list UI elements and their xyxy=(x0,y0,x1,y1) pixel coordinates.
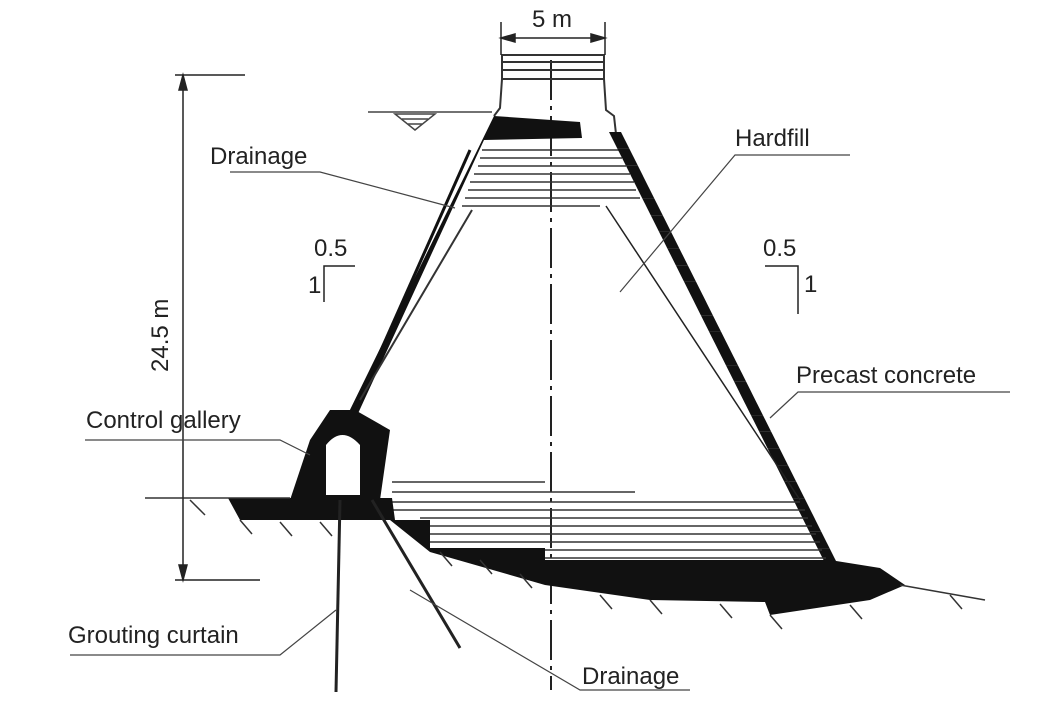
precast-block xyxy=(725,365,747,382)
grouting-curtain xyxy=(334,499,342,693)
precast-block xyxy=(759,431,780,449)
upstream-facing xyxy=(345,116,582,420)
precast-block xyxy=(650,215,672,232)
precast-block xyxy=(634,181,655,199)
water-level-icon xyxy=(368,111,492,131)
drainage-lower-label: Drainage xyxy=(582,663,679,690)
downstream-inner-line xyxy=(605,205,801,501)
downstream-slope-horizontal: 0.5 xyxy=(763,235,796,262)
precast-block xyxy=(792,498,813,516)
precast-block xyxy=(667,248,688,266)
precast-block xyxy=(642,198,663,216)
height-label: 24.5 m xyxy=(147,299,174,372)
precast-block xyxy=(675,265,697,282)
precast-block xyxy=(625,165,647,182)
drainage-hole xyxy=(370,499,462,649)
precast-block xyxy=(692,298,713,316)
hardfill-label: Hardfill xyxy=(735,125,810,152)
control-gallery xyxy=(290,410,390,500)
precast-block xyxy=(709,331,730,349)
foundation xyxy=(145,497,986,630)
precast-block xyxy=(742,398,763,416)
drainage-upper-label: Drainage xyxy=(210,143,307,170)
precast-block xyxy=(717,348,738,366)
hardfill-layers-top xyxy=(462,149,640,207)
height-dimension xyxy=(175,72,260,583)
precast-block xyxy=(659,231,680,249)
precast-block xyxy=(684,281,705,299)
downstream-slope-indicator: 0.5 1 xyxy=(763,235,817,314)
upstream-slope-horizontal: 0.5 xyxy=(314,235,347,262)
downstream-slope-vertical: 1 xyxy=(804,271,817,298)
crest xyxy=(493,54,617,135)
precast-block xyxy=(617,148,638,166)
precast-block xyxy=(700,315,722,332)
leader-lines xyxy=(70,154,1010,691)
precast-concrete-label: Precast concrete xyxy=(796,362,976,389)
precast-block xyxy=(784,481,805,499)
control-gallery-label: Control gallery xyxy=(86,407,241,434)
upstream-slope-vertical: 1 xyxy=(308,272,321,299)
precast-block xyxy=(775,465,797,482)
precast-block xyxy=(750,415,772,432)
precast-block xyxy=(734,381,755,399)
crest-width-dimension xyxy=(498,22,608,55)
precast-block xyxy=(609,132,630,149)
upstream-slope-indicator: 0.5 1 xyxy=(308,235,355,302)
precast-block xyxy=(800,515,822,532)
hardfill-layers-bottom xyxy=(392,481,826,559)
precast-concrete-blocks xyxy=(605,132,838,565)
precast-block xyxy=(809,531,830,549)
grouting-curtain-label: Grouting curtain xyxy=(68,622,239,649)
precast-block xyxy=(767,448,788,466)
crest-width-label: 5 m xyxy=(532,6,572,33)
